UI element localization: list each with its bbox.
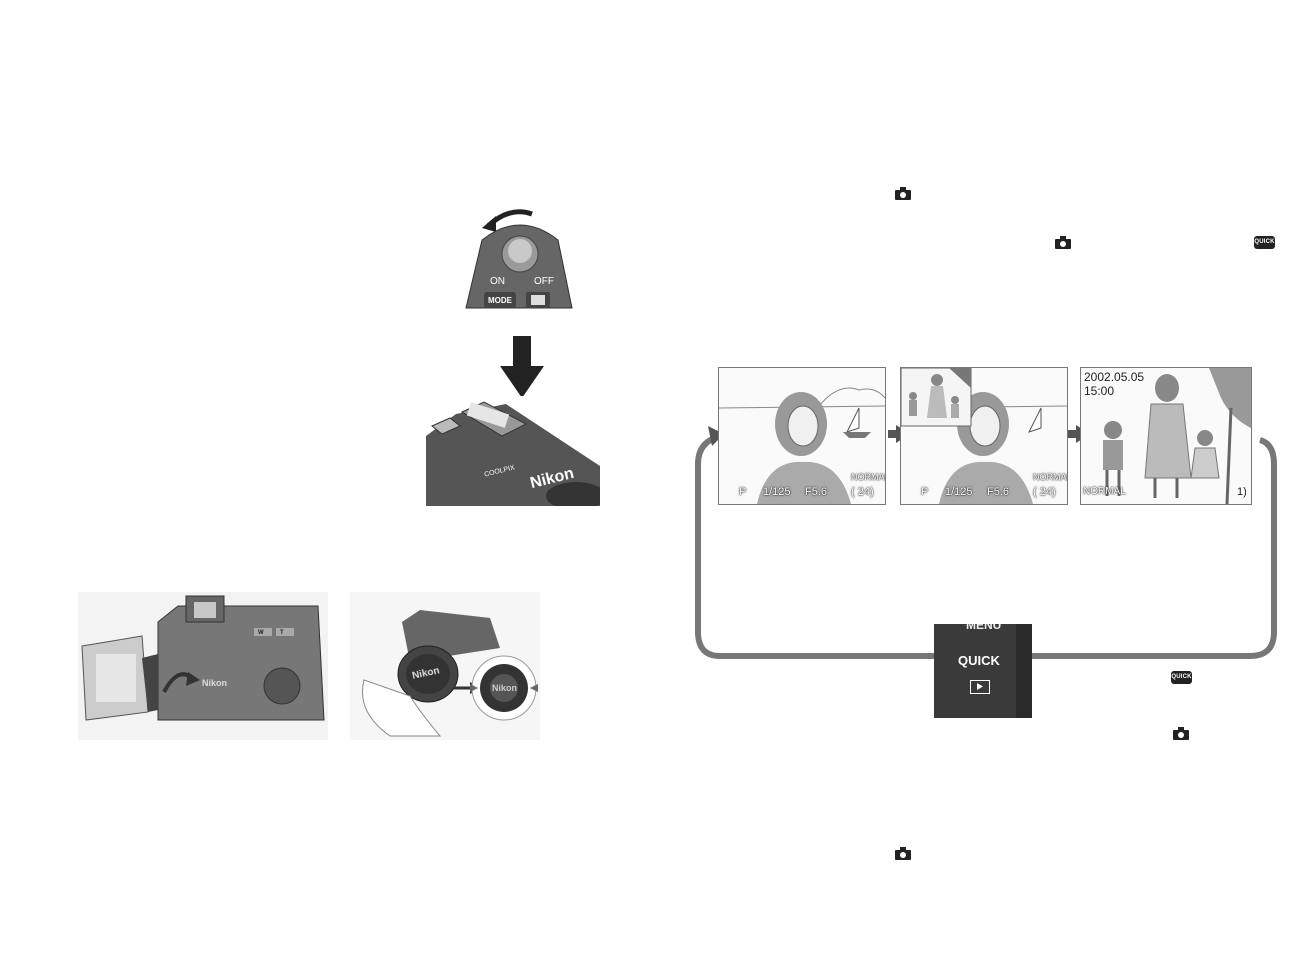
osd-date: 2002.05.05: [1084, 370, 1145, 384]
quick-icon: QUICK: [1171, 671, 1192, 684]
quick-button-label: QUICK: [958, 653, 1000, 668]
osd-quality: NORMAL: [1033, 472, 1068, 482]
zoom-w-label: W: [258, 630, 264, 636]
lens-cap-drawing: [350, 592, 540, 740]
osd-shutter: 1/125: [763, 486, 791, 498]
play-icon: [977, 683, 983, 690]
camera-top-drawing: [426, 401, 600, 506]
mode-button-label: MODE: [488, 296, 512, 305]
monitor-screen-2: P 1/125 F5.6 NORMAL ( 24): [900, 367, 1068, 505]
osd-aperture: F5.6: [805, 486, 828, 498]
portrait-with-thumbnail-scene: [901, 368, 1067, 504]
family-scene: [1081, 368, 1251, 504]
switch-on-label: ON: [490, 276, 505, 287]
playback-button[interactable]: [970, 680, 990, 694]
camera-icon: [895, 187, 911, 200]
quick-button-panel: MENU QUICK: [934, 624, 1032, 718]
osd-shooting-mode: P: [921, 486, 929, 498]
monitor-screen-3: 2002.05.05 15:00 NORMAL 1): [1080, 367, 1252, 505]
lens-cap-illustration: Nikon Nikon: [350, 592, 540, 740]
osd-quality: NORMAL: [1083, 486, 1126, 497]
quick-icon: QUICK: [1254, 236, 1275, 249]
camera-icon: [1173, 727, 1189, 740]
osd-frame-count: ( 24): [851, 486, 874, 498]
flash-popup-illustration: Nikon COOLPIX: [426, 396, 600, 506]
power-switch-illustration: ON OFF MODE: [460, 200, 580, 310]
portrait-scene: [719, 368, 885, 504]
zoom-t-label: T: [280, 630, 284, 636]
power-switch-drawing: [465, 209, 573, 309]
back-brand-label: Nikon: [202, 678, 228, 688]
camera-icon: [1055, 236, 1071, 249]
quick-button[interactable]: QUICK: [958, 652, 1008, 672]
camera-back-drawing: [78, 592, 328, 740]
menu-button-label: MENU: [966, 624, 1002, 632]
monitor-screen-1: P 1/125 F5.6 NORMAL ( 24): [718, 367, 886, 505]
osd-shutter: 1/125: [945, 486, 973, 498]
osd-aperture: F5.6: [987, 486, 1010, 498]
down-arrow-icon: [500, 336, 544, 398]
osd-shooting-mode: P: [739, 486, 747, 498]
osd-quality: NORMAL: [851, 472, 886, 482]
switch-off-label: OFF: [534, 276, 554, 287]
osd-frame-number: 1): [1237, 486, 1247, 498]
osd-frame-count: ( 24): [1033, 486, 1056, 498]
cap-brand-label: Nikon: [492, 683, 518, 693]
osd-time: 15:00: [1084, 384, 1115, 398]
camera-icon: [895, 847, 911, 860]
arrow-icon: [708, 426, 724, 446]
monitor-open-illustration: W T Nikon: [78, 592, 328, 740]
